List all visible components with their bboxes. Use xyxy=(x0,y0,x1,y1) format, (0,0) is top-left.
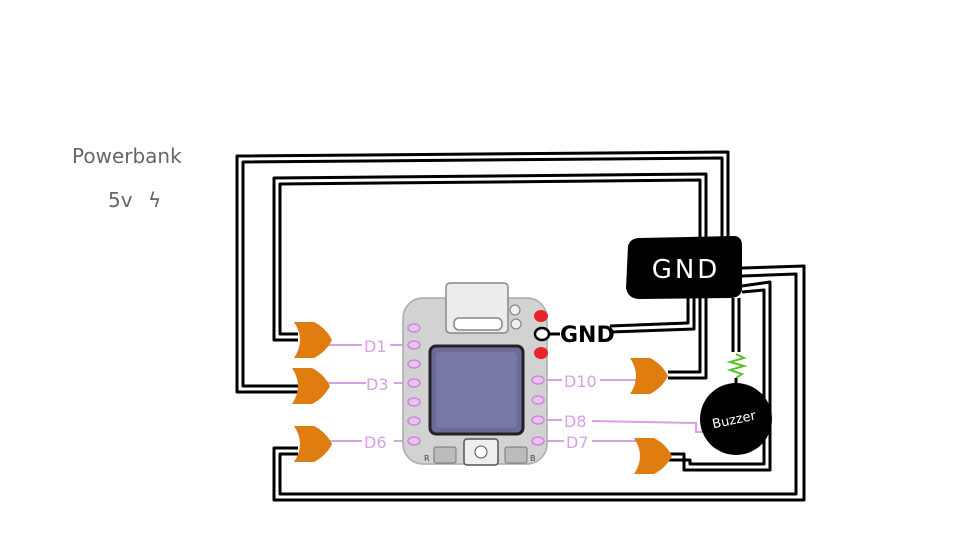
pin-icon xyxy=(407,359,421,369)
pin-label-d8: D8 xyxy=(564,412,587,431)
pin-wire-d8 xyxy=(538,419,704,433)
pin-icon xyxy=(531,436,545,446)
board-gnd-label: GND xyxy=(560,323,615,348)
board-screen-glass xyxy=(436,352,517,428)
pin-labels: D1 D3 D6 D10 D8 D7 xyxy=(364,337,597,452)
pin-wire-d7 xyxy=(538,440,641,449)
gnd-block-label: GND xyxy=(652,255,721,285)
gate-d6 xyxy=(294,426,332,462)
gate-d10 xyxy=(630,358,668,394)
boot-label: B xyxy=(530,454,536,463)
pin-label-d7: D7 xyxy=(566,433,589,452)
buzzer-icon xyxy=(700,383,772,455)
wire-d7-inner xyxy=(668,288,766,466)
component-icon xyxy=(509,304,521,316)
reset-label: R xyxy=(424,454,430,463)
gate-d1 xyxy=(294,322,332,358)
pin-icon xyxy=(531,395,545,405)
resistor-icon xyxy=(726,353,748,379)
wires xyxy=(235,150,806,502)
wire-d1-outer xyxy=(272,172,708,342)
power-pad-icon xyxy=(534,310,548,322)
wire-d1-inner xyxy=(278,178,702,336)
powerbank-voltage: 5v xyxy=(108,188,133,212)
main-button-cap xyxy=(474,445,488,459)
pin-icon xyxy=(407,378,421,388)
right-pins xyxy=(531,375,545,446)
pin-label-d1: D1 xyxy=(364,337,387,356)
pin-icon xyxy=(407,436,421,446)
pin-label-d6: D6 xyxy=(364,433,387,452)
component-icon xyxy=(510,318,522,330)
gate-d7 xyxy=(634,438,672,474)
gnd-block-body xyxy=(626,236,742,299)
powerbank-label: Powerbank xyxy=(72,144,182,168)
wire-d10-1 xyxy=(668,298,702,374)
pin-icon xyxy=(407,416,421,426)
pin-icon xyxy=(407,340,421,350)
left-pins xyxy=(407,323,421,446)
microcontroller-board: R B GND xyxy=(402,282,615,466)
pin-label-d3: D3 xyxy=(366,375,389,394)
pin-icon xyxy=(531,415,545,425)
pin-icon xyxy=(407,397,421,407)
wire-board-gnd-1 xyxy=(609,298,690,328)
powerbank-caption: Powerbank 5v ϟ xyxy=(72,144,182,212)
gnd-block: GND xyxy=(626,236,742,299)
usb-port-icon xyxy=(453,317,503,331)
gate-d3 xyxy=(292,368,330,404)
buzzer-assembly: Buzzer xyxy=(700,353,772,455)
gnd-pad-icon xyxy=(533,326,551,342)
wire-d6-outer xyxy=(272,264,806,502)
power-pad-icon xyxy=(534,347,548,359)
pin-label-d10: D10 xyxy=(564,372,597,391)
wire-board-gnd-2 xyxy=(609,298,696,334)
pin-icon xyxy=(531,375,545,385)
reset-button xyxy=(433,446,457,464)
wire-d10-2 xyxy=(668,298,708,380)
boot-button xyxy=(504,446,528,464)
pin-icon xyxy=(407,323,421,333)
wire-d7-outer xyxy=(668,280,772,472)
bolt-icon: ϟ xyxy=(148,188,161,212)
gates xyxy=(292,322,672,474)
wire-d3-inner xyxy=(235,150,730,394)
wire-d3-outer xyxy=(241,156,724,388)
wire-d6-inner xyxy=(278,272,798,496)
